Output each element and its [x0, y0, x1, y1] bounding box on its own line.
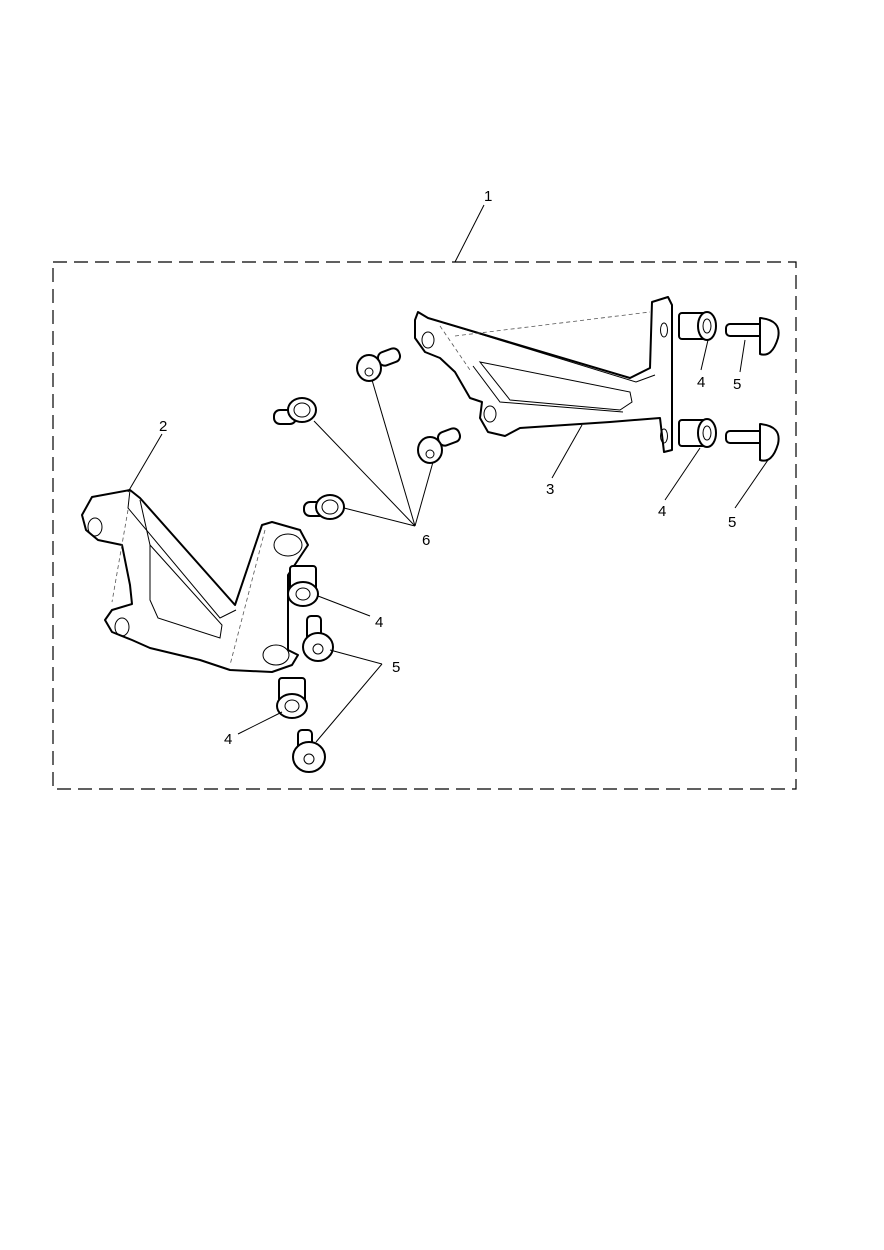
callout-3: 3 [546, 481, 554, 498]
screw-6a [273, 397, 317, 425]
callout-4-left-upper: 4 [375, 614, 383, 631]
spacer-4-left-upper [287, 565, 319, 607]
leader-lines [127, 204, 769, 743]
right-bracket [414, 296, 673, 453]
bolt-5-top-right [725, 317, 780, 356]
callout-5-mid-right: 5 [728, 514, 736, 531]
bolt-5-left-lower [292, 729, 326, 773]
callout-4-mid-right: 4 [658, 503, 666, 520]
callout-5-top-right: 5 [733, 376, 741, 393]
screw-6d [303, 494, 345, 520]
screw-6c [417, 427, 462, 464]
left-bracket [81, 489, 309, 673]
callout-4-left-lower: 4 [224, 731, 232, 748]
callout-1: 1 [484, 188, 492, 205]
spacer-4-top-right [678, 311, 717, 341]
spacer-4-left-lower [276, 677, 308, 719]
callout-5-left: 5 [392, 659, 400, 676]
screw-6b [356, 347, 402, 382]
bolt-5-left-upper [302, 615, 334, 662]
callout-2: 2 [159, 418, 167, 435]
kit-boundary [52, 261, 797, 790]
callout-4-top-right: 4 [697, 374, 705, 391]
spacer-4-mid-right [678, 418, 717, 448]
bolt-5-mid-right [725, 423, 780, 462]
callout-6: 6 [422, 532, 430, 549]
